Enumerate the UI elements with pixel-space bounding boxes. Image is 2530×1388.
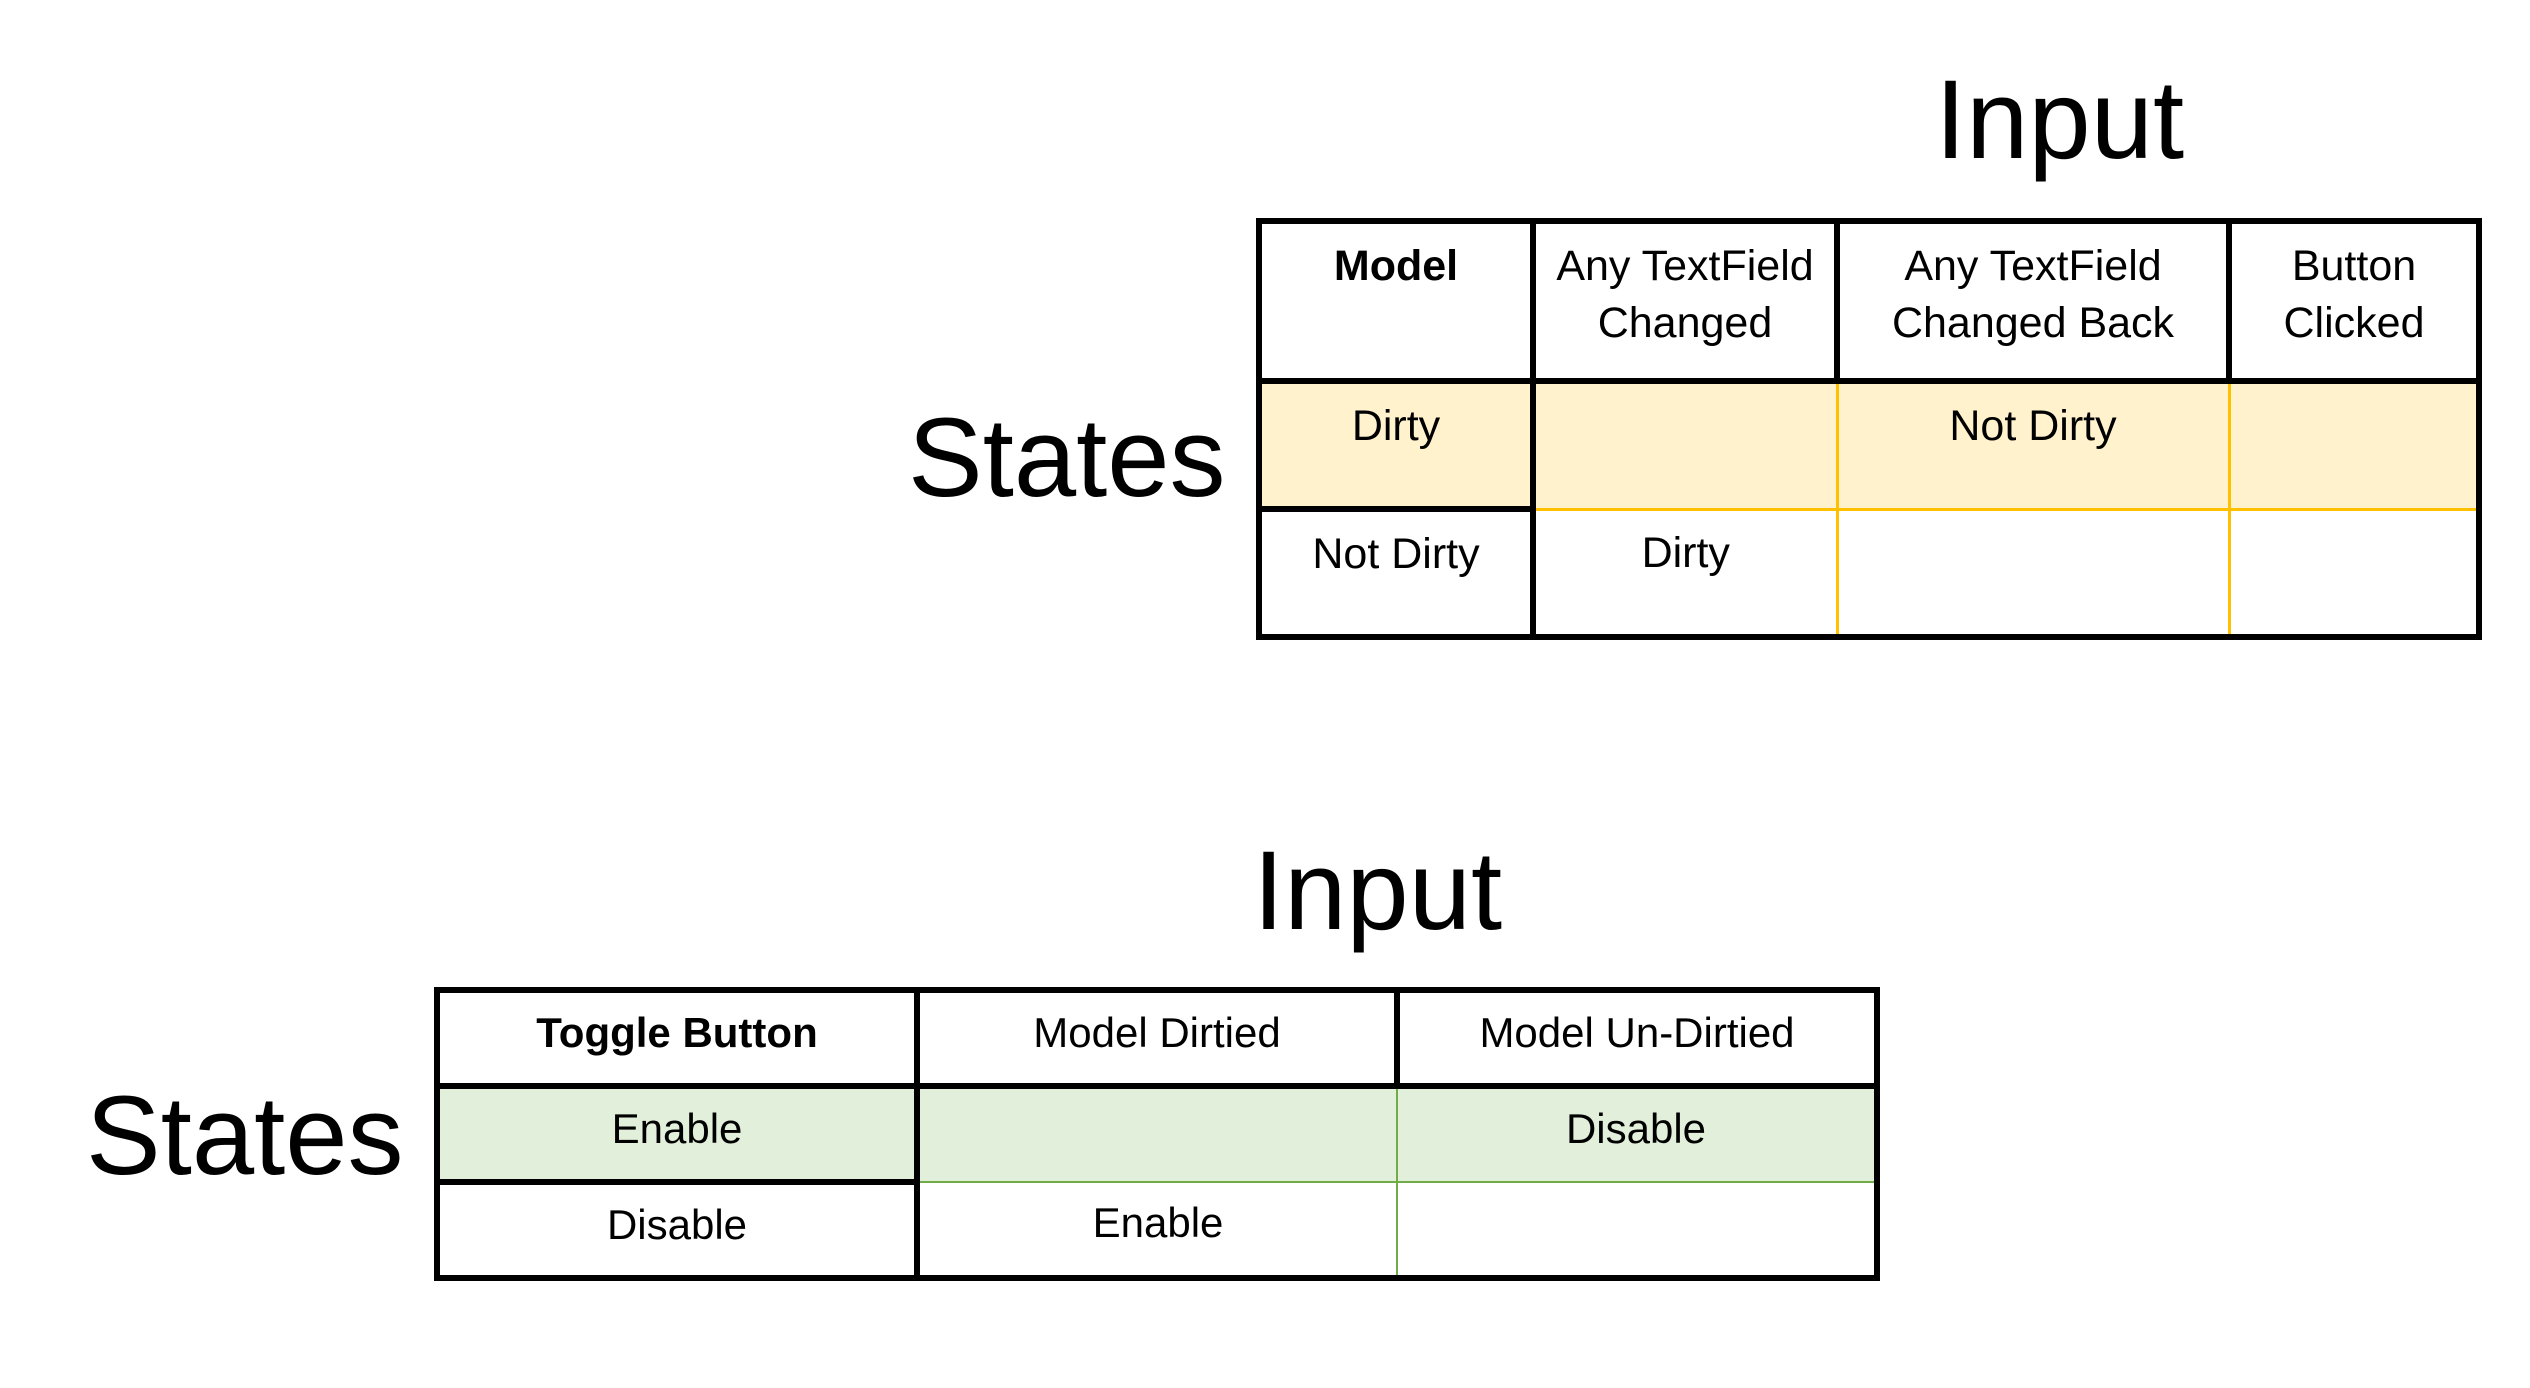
state-enable: Enable: [437, 1086, 920, 1185]
state-not-dirty: Not Dirty: [1259, 509, 1536, 637]
table-cell: [917, 1086, 1398, 1183]
toggle-button-state-table: Toggle Button Model Dirtied Model Un-Dir…: [434, 987, 1880, 1281]
table-row: Enable Disable: [437, 1086, 1877, 1185]
header-model-dirtied: Model Dirtied: [917, 990, 1400, 1089]
states-label-bottom: States: [86, 1073, 404, 1198]
header-model: Model: [1259, 221, 1536, 384]
states-label-top: States: [908, 395, 1226, 520]
table-header-row: Toggle Button Model Dirtied Model Un-Dir…: [437, 990, 1877, 1089]
state-disable: Disable: [437, 1182, 920, 1278]
table-cell: [1533, 381, 1839, 511]
table-cell: [1397, 1182, 1877, 1278]
header-button-clicked: Button Clicked: [2229, 221, 2479, 384]
table-cell: [1837, 509, 2231, 637]
table-cell: Not Dirty: [1837, 381, 2231, 511]
header-any-textfield-changed-back: Any TextField Changed Back: [1837, 221, 2232, 384]
model-state-table: Model Any TextField Changed Any TextFiel…: [1256, 218, 2482, 640]
header-toggle-button: Toggle Button: [437, 990, 920, 1089]
table-row: Not Dirty Dirty: [1259, 509, 2479, 637]
table-header-row: Model Any TextField Changed Any TextFiel…: [1259, 221, 2479, 384]
header-any-textfield-changed: Any TextField Changed: [1533, 221, 1840, 384]
input-label-top: Input: [1935, 57, 2185, 182]
table-cell: [2229, 381, 2479, 511]
header-model-un-dirtied: Model Un-Dirtied: [1397, 990, 1877, 1089]
state-dirty: Dirty: [1259, 381, 1536, 512]
table-cell: [2229, 509, 2479, 637]
table-row: Dirty Not Dirty: [1259, 381, 2479, 512]
table-cell: Disable: [1397, 1086, 1877, 1183]
table-cell: Enable: [917, 1182, 1398, 1278]
table-row: Disable Enable: [437, 1182, 1877, 1278]
input-label-bottom: Input: [1253, 828, 1503, 953]
table-cell: Dirty: [1533, 509, 1839, 637]
